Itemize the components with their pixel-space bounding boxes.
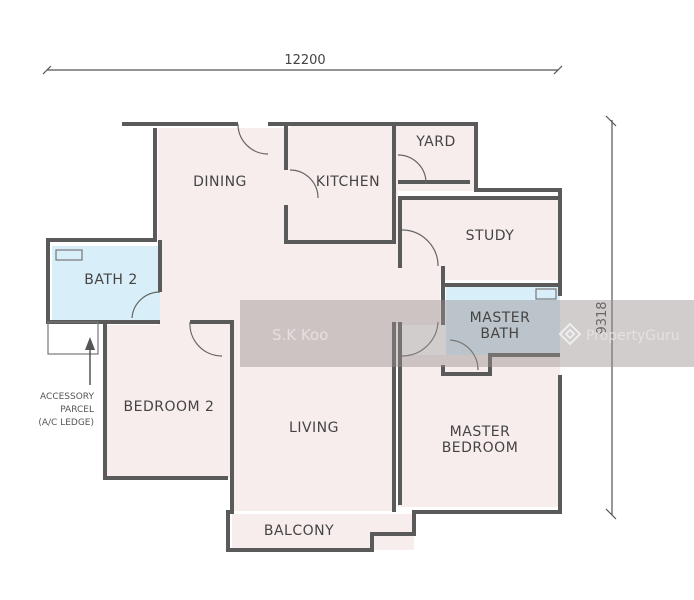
bedroom2-area xyxy=(107,325,230,478)
circulation-area xyxy=(158,240,440,325)
watermark-band xyxy=(240,300,694,367)
living-area xyxy=(232,325,394,511)
width-label: 12200 xyxy=(284,53,325,68)
depth-dimension: 9318 xyxy=(595,115,617,520)
width-dimension: 12200 xyxy=(42,53,563,75)
room-label-balcony: BALCONY xyxy=(264,523,334,539)
room-label-master-bath-2: BATH xyxy=(480,326,519,342)
room-label-master-bedroom-1: MASTER xyxy=(450,424,511,440)
note-line-2: PARCEL xyxy=(60,405,94,415)
room-label-bedroom2: BEDROOM 2 xyxy=(124,399,215,415)
kitchen-area xyxy=(290,126,398,241)
room-label-bath2: BATH 2 xyxy=(84,272,138,288)
watermark: S.K Koo PropertyGuru xyxy=(240,300,694,367)
depth-label: 9318 xyxy=(595,301,610,334)
room-label-master-bedroom-2: BEDROOM xyxy=(442,440,519,456)
walls xyxy=(46,122,562,552)
accessory-parcel-note: ACCESSORY PARCEL (A/C LEDGE) xyxy=(38,337,95,428)
propertyguru-logo-icon xyxy=(558,322,582,346)
room-label-dining: DINING xyxy=(193,174,247,190)
note-line-1: ACCESSORY xyxy=(40,392,94,402)
room-label-master-bath-1: MASTER xyxy=(470,310,531,326)
note-line-3: (A/C LEDGE) xyxy=(38,418,94,428)
room-label-yard: YARD xyxy=(415,134,456,150)
room-label-kitchen: KITCHEN xyxy=(316,174,380,190)
doors xyxy=(131,123,479,371)
master-bedroom-area xyxy=(398,355,560,507)
watermark-agent: S.K Koo xyxy=(272,326,328,344)
arrow-up-icon xyxy=(85,337,95,350)
watermark-brand: PropertyGuru xyxy=(586,328,680,344)
room-label-study: STUDY xyxy=(466,228,515,244)
bath2-area xyxy=(52,246,160,320)
room-label-living: LIVING xyxy=(289,420,339,436)
